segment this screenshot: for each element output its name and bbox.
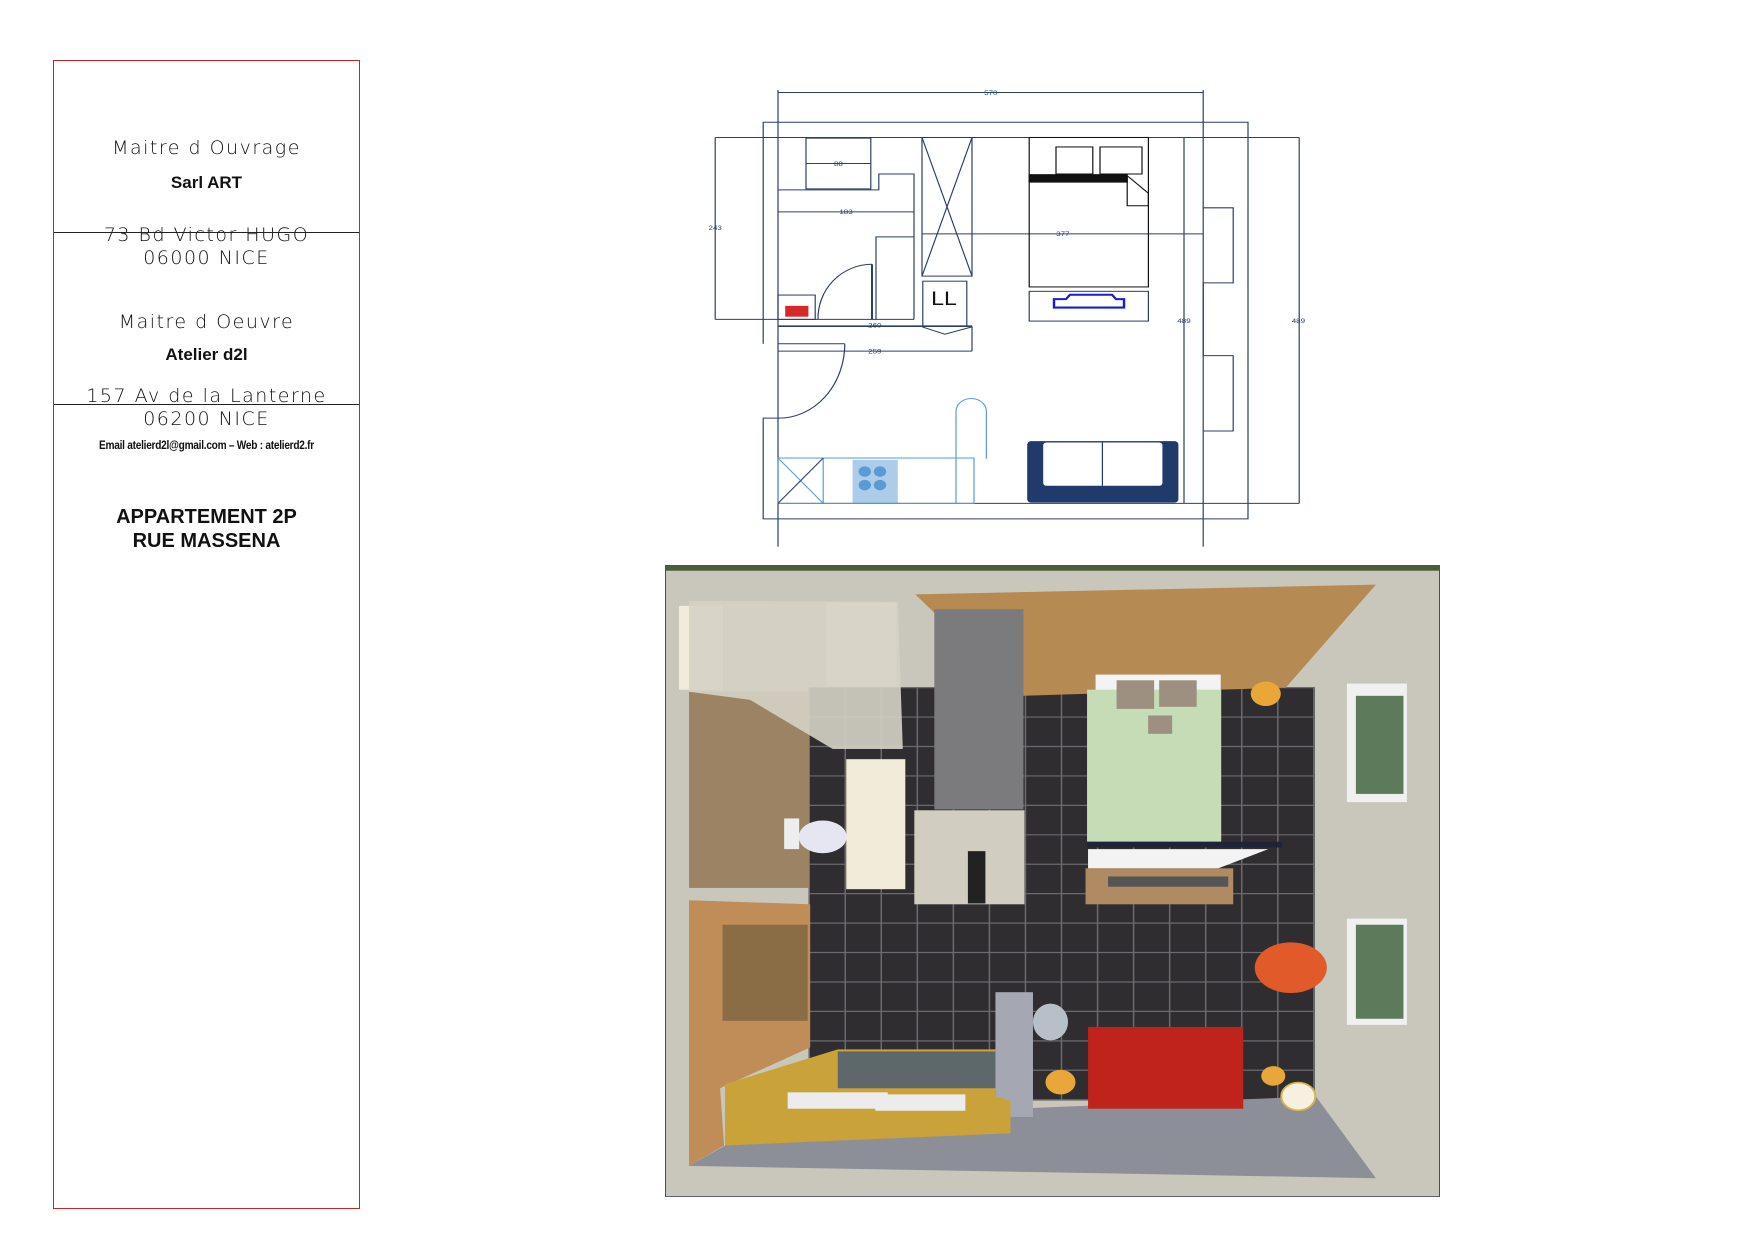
architect-address-line2: 06200 NICE <box>143 408 270 430</box>
sofa <box>1088 1026 1244 1109</box>
architect-address-line1: 157 Av de la Lanterne <box>86 385 327 407</box>
dimension-label: 570 <box>984 88 997 96</box>
dimension-label: 88 <box>834 159 843 167</box>
dimension-label: 183 <box>839 208 852 216</box>
bed-icon <box>1028 136 1149 288</box>
plan-walls <box>714 90 1300 547</box>
title-block: Maitre d Ouvrage Sarl ART 73 Bd Victor H… <box>53 60 360 1209</box>
armchair <box>1254 942 1327 994</box>
dimension-label: 489 <box>1292 316 1305 324</box>
dimension-label: 489 <box>1177 316 1190 324</box>
dimension-label: 243 <box>709 224 722 232</box>
sofa-icon <box>1027 441 1179 503</box>
owner-address-line2: 06000 NICE <box>143 247 270 269</box>
dimension-label: 259 <box>868 347 881 355</box>
owner-heading: Maitre d Ouvrage <box>112 137 301 159</box>
toilet <box>798 820 847 854</box>
tv-icon <box>1052 293 1126 309</box>
bathroom-wall <box>689 691 810 888</box>
wardrobe <box>934 609 1024 810</box>
render-3d <box>665 565 1440 1197</box>
architect-name: Atelier d2l <box>165 345 248 364</box>
bed <box>1087 689 1222 842</box>
project-title-line2: RUE MASSENA <box>132 530 281 552</box>
electric-panel-icon <box>785 305 809 317</box>
laundry-label: LL <box>931 288 957 310</box>
divider <box>54 232 359 233</box>
kitchen-counter <box>777 398 987 504</box>
architect-heading: Maitre d Oeuvre <box>118 311 295 333</box>
project-title-line1: APPARTEMENT 2P <box>116 506 297 528</box>
dimension-label: 260 <box>868 321 881 329</box>
owner-address-line1: 73 Bd Victor HUGO <box>103 224 310 246</box>
tv-unit <box>1028 290 1149 322</box>
floor-plan: 570 243 88 183 377 260 259 489 489 LL <box>709 88 1305 547</box>
owner-name: Sarl ART <box>170 173 243 192</box>
architect-contact: Email atelierd2l@gmail.com – Web : ateli… <box>99 440 314 452</box>
bedroom-wall <box>915 584 1376 696</box>
dimension-label: 377 <box>1056 230 1069 238</box>
divider <box>54 404 359 405</box>
